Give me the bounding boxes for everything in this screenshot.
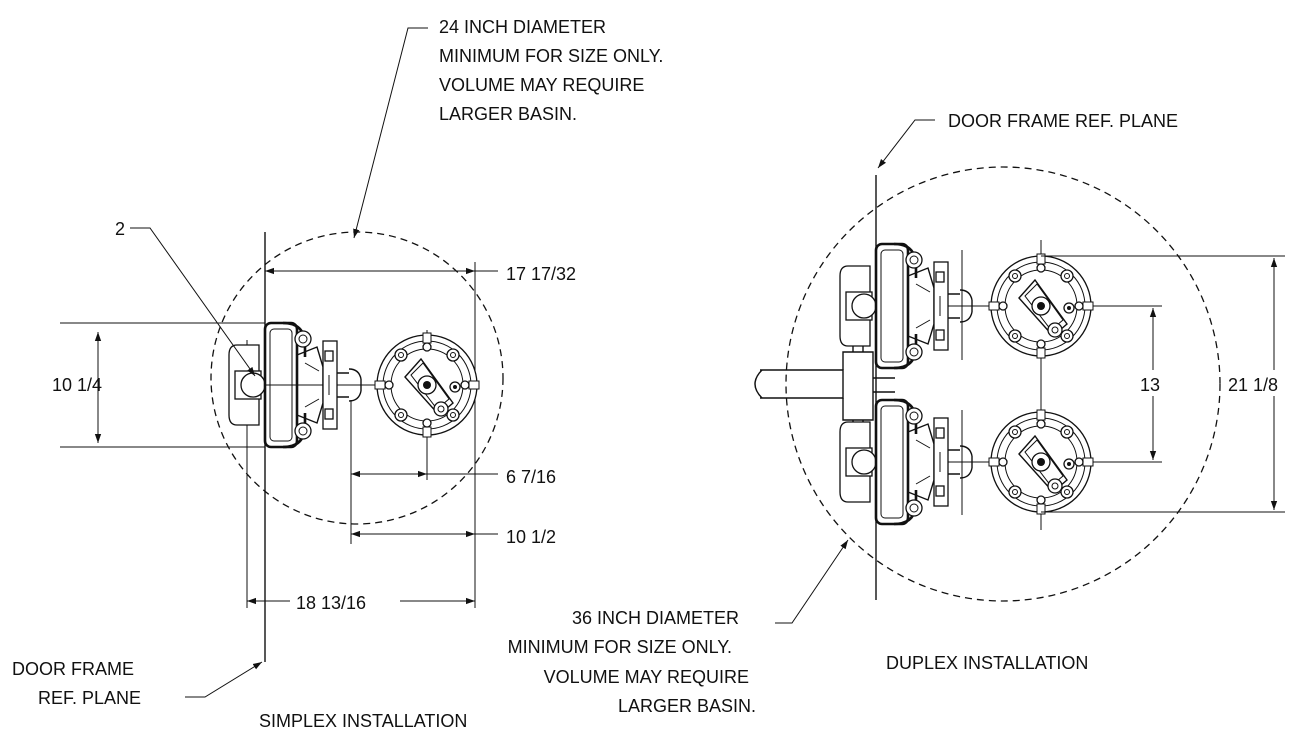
simplex-caption: SIMPLEX INSTALLATION (259, 711, 467, 731)
simplex-pump-round (374, 332, 480, 438)
dim-13-label: 13 (1140, 375, 1160, 395)
simplex-installation: 10 1/4 17 17/32 6 7/16 10 1/2 18 13/16 2… (12, 17, 668, 731)
dim-6-7-16-label: 6 7/16 (506, 467, 556, 487)
duplex-installation: 13 21 1/8 DOOR FRAME REF. PLANE 36 INCH … (508, 111, 1290, 716)
dim-21-1-8-label: 21 1/8 (1228, 375, 1278, 395)
dim-10-1-2-label: 10 1/2 (506, 527, 556, 547)
duplex-door-frame-label: DOOR FRAME REF. PLANE (948, 111, 1178, 131)
dim-10-1-4-label: 10 1/4 (52, 375, 102, 395)
callout-2-label: 2 (115, 219, 125, 239)
callout-2-leader (130, 227, 256, 377)
duplex-pump-round-top (988, 253, 1094, 359)
duplex-basin-note: 36 INCH DIAMETER MINIMUM FOR SIZE ONLY. … (508, 608, 756, 716)
simplex-basin-note: 24 INCH DIAMETER MINIMUM FOR SIZE ONLY. … (439, 17, 668, 124)
duplex-basin-leader (775, 539, 849, 624)
duplex-caption: DUPLEX INSTALLATION (886, 653, 1088, 673)
dim-18-13-16-label: 18 13/16 (296, 593, 366, 613)
duplex-door-frame-leader (877, 119, 935, 169)
simplex-basin-leader (353, 27, 428, 239)
duplex-basin-outline (785, 166, 1221, 602)
simplex-door-frame-leader (185, 661, 263, 698)
dim-17-17-32-label: 17 17/32 (506, 264, 576, 284)
simplex-door-frame-label: DOOR FRAME REF. PLANE (12, 659, 141, 708)
duplex-pump-round-bottom (988, 409, 1094, 515)
